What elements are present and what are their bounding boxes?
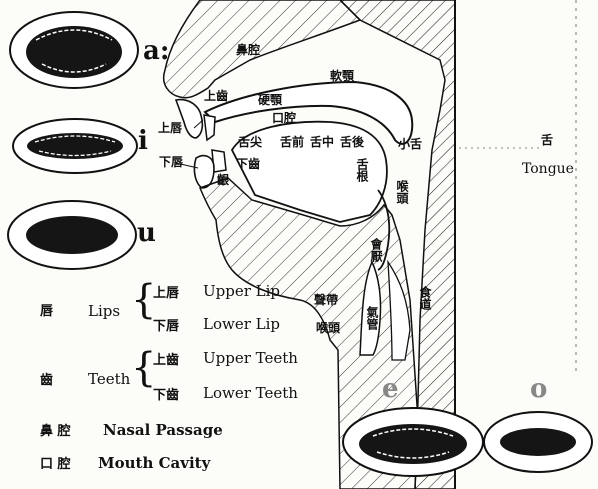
legend-lower-teeth-zh: 下齒: [153, 389, 179, 402]
label-upper-lip: 上唇: [158, 122, 182, 134]
legend-lower-lip-en: Lower Lip: [203, 317, 280, 332]
label-gum: 齦: [217, 174, 229, 186]
vowel-u-label: u: [137, 220, 156, 246]
label-upper-teeth: 上齒: [204, 90, 228, 102]
label-larynx: 喉頭: [316, 322, 340, 334]
legend-teeth-zh: 齒: [40, 374, 53, 387]
label-epiglottis: 會厭: [370, 238, 382, 262]
legend-teeth-en: Teeth: [88, 372, 130, 387]
lower-lip-shape: [194, 156, 214, 188]
vowel-o-label: o: [530, 376, 547, 402]
label-uvula: 小舌: [398, 138, 422, 150]
legend-upper-teeth-zh: 上齒: [153, 354, 179, 367]
label-lower-lip: 下唇: [159, 156, 183, 168]
vowel-a-label: a:: [143, 38, 169, 64]
legend-mouth-zh: 口 腔: [40, 458, 71, 471]
lips-e: [343, 408, 483, 476]
label-tongue-root: 舌根: [356, 158, 368, 182]
label-vocal-cords: 聲帶: [314, 294, 338, 306]
lips-i: [13, 119, 137, 173]
legend-lower-teeth-en: Lower Teeth: [203, 386, 298, 401]
label-pharynx: 喉頭: [396, 180, 408, 204]
lips-o: [484, 412, 592, 472]
label-tongue-middle: 舌中: [310, 136, 334, 148]
legend-upper-teeth-en: Upper Teeth: [203, 351, 298, 366]
legend-mouth-en: Mouth Cavity: [98, 456, 210, 471]
legend-nasal-zh: 鼻 腔: [40, 425, 71, 438]
lips-a: [10, 12, 138, 88]
lips-u: [8, 201, 136, 269]
vowel-e-label: e: [382, 376, 399, 402]
legend-lips-zh: 唇: [40, 305, 53, 318]
label-lower-teeth: 下齒: [236, 158, 260, 170]
label-tongue-back: 舌後: [340, 136, 364, 148]
label-hard-palate: 硬顎: [258, 94, 282, 106]
label-gullet: 食道: [419, 286, 431, 310]
label-nasal-cavity: 鼻腔: [236, 44, 260, 56]
tongue-side-zh: 舌: [541, 134, 553, 146]
tongue-side-en: Tongue: [522, 162, 574, 176]
label-soft-palate: 軟顎: [330, 70, 354, 82]
upper-teeth-shape: [204, 115, 215, 140]
label-tongue-front: 舌前: [280, 136, 304, 148]
legend-lips-en: Lips: [88, 304, 120, 319]
legend-nasal-en: Nasal Passage: [103, 423, 223, 438]
legend-lower-lip-zh: 下唇: [153, 320, 179, 333]
legend-upper-lip-zh: 上唇: [153, 287, 179, 300]
vowel-i-label: i: [138, 128, 148, 154]
label-tongue-tip: 舌尖: [238, 136, 262, 148]
label-oral-cavity: 口腔: [272, 112, 296, 124]
legend-upper-lip-en: Upper Lip: [203, 284, 280, 299]
label-windpipe: 氣管: [366, 306, 378, 330]
